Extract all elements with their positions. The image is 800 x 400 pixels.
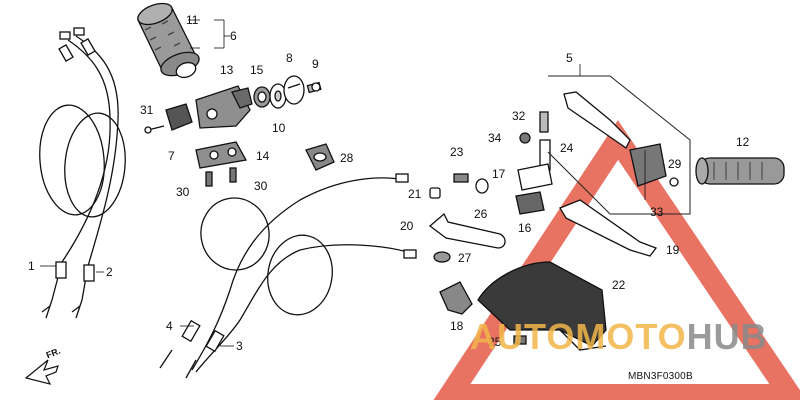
callout-9: 9 [312, 57, 319, 71]
callout-26: 26 [474, 207, 488, 221]
callout-23: 23 [450, 145, 464, 159]
leader-lines [40, 19, 646, 347]
callout-21: 21 [408, 187, 422, 201]
throttle-hardware [253, 75, 322, 109]
callout-7: 7 [168, 149, 175, 163]
callout-34: 34 [488, 131, 502, 145]
brake-master-area [453, 111, 553, 215]
callout-20: 20 [400, 219, 414, 233]
callout-13: 13 [220, 63, 234, 77]
callout-3: 3 [236, 339, 243, 353]
clutch-lever [428, 187, 506, 263]
callout-24: 24 [560, 141, 574, 155]
callout-11: 11 [186, 13, 199, 27]
callout-8: 8 [286, 51, 293, 65]
watermark-text-part2: HUB [686, 316, 768, 357]
front-direction-arrow [24, 359, 59, 385]
callout-30-left: 30 [176, 185, 190, 199]
callout-29: 29 [668, 157, 682, 171]
callout-labels: 1 2 3 4 5 6 7 8 9 10 11 12 13 14 15 16 1… [28, 13, 750, 353]
callout-15: 15 [250, 63, 264, 77]
callout-19: 19 [666, 243, 680, 257]
callout-14: 14 [256, 149, 270, 163]
callout-31: 31 [140, 103, 154, 117]
throttle-grip [137, 2, 200, 79]
callout-12: 12 [736, 135, 750, 149]
callout-18: 18 [450, 319, 464, 333]
callout-28: 28 [340, 151, 354, 165]
watermark-text: AUTOMOTOHUB [470, 316, 768, 358]
hand-guard [477, 261, 607, 351]
callout-27: 27 [458, 251, 472, 265]
clutch-cable-set [159, 173, 417, 379]
lever-boot [439, 281, 473, 315]
callout-32: 32 [512, 109, 526, 123]
callout-5: 5 [566, 51, 573, 65]
lower-holder [195, 141, 248, 187]
cable-clamp [305, 143, 335, 171]
callout-4: 4 [166, 319, 173, 333]
callout-2: 2 [106, 265, 113, 279]
throttle-cable-set [39, 27, 126, 319]
callout-6: 6 [230, 29, 237, 43]
right-grip [695, 157, 785, 185]
callout-25: 25 [488, 335, 502, 349]
callout-10: 10 [272, 121, 286, 135]
bolt-25 [513, 335, 527, 345]
callout-1: 1 [28, 259, 35, 273]
diagram-reference-code: MBN3F0300B [628, 371, 693, 382]
watermark-text-part1: AUTOMOTO [470, 316, 687, 357]
upper-holder [144, 103, 193, 134]
callout-30-right: 30 [254, 179, 268, 193]
switch-assembly [547, 75, 691, 215]
callout-33: 33 [650, 205, 664, 219]
throttle-housing [195, 85, 253, 129]
callout-22: 22 [612, 278, 626, 292]
callout-16: 16 [518, 221, 532, 235]
callout-17: 17 [492, 167, 506, 181]
brake-lever [559, 199, 658, 257]
